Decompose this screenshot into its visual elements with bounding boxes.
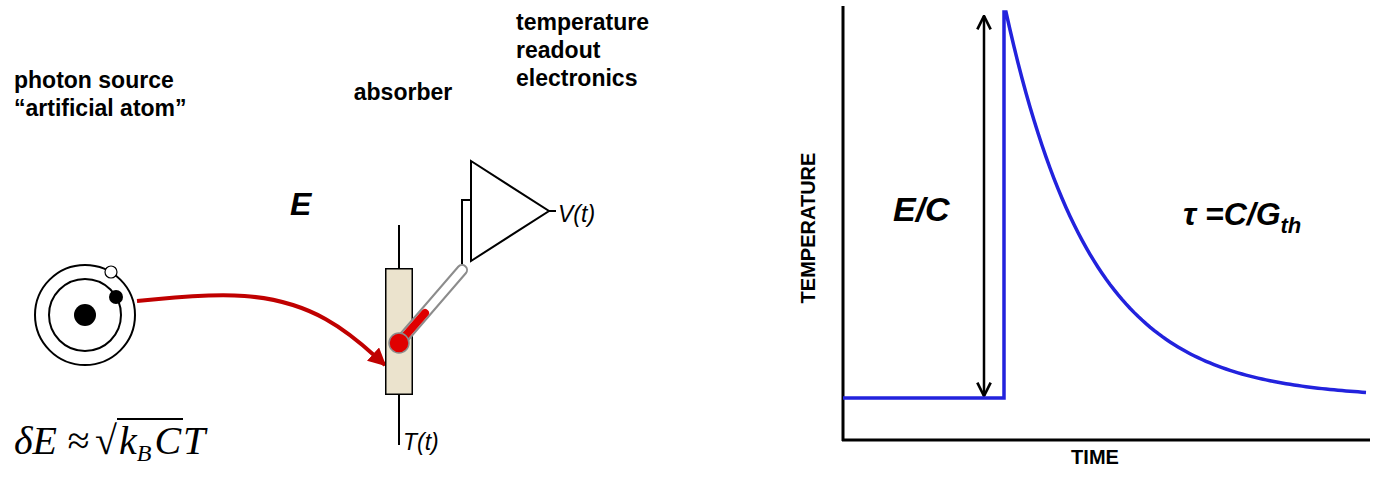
height-arrow: [983, 16, 986, 396]
time-constant-formula: τ =C/Gth: [1183, 196, 1301, 239]
formula-part: T: [183, 418, 205, 463]
formula-symbol: T: [183, 418, 205, 463]
edge-label: E: [290, 188, 311, 220]
temperature-curve: [843, 12, 1366, 398]
formula-part: δE ≈√: [14, 418, 117, 463]
node-heading: temperature readout electronics: [516, 8, 681, 92]
atom-symbol-outline: [33, 263, 137, 367]
absorber-element-outline: [385, 268, 413, 395]
signal-name: V(t): [558, 200, 638, 228]
y-axis: [842, 6, 845, 441]
root-sign: √: [95, 418, 117, 463]
subscript: th: [1281, 213, 1302, 238]
formula-symbol: δE ≈: [14, 418, 89, 463]
node-heading: absorber: [333, 78, 473, 106]
resolution-formula: δE ≈√kBCT: [14, 418, 205, 466]
formula-symbol: C: [154, 418, 181, 463]
photon-arrow: [137, 295, 385, 365]
atom-symbol: photon source “artificial atom”: [33, 263, 137, 367]
time-constant: τ =C/G: [1183, 196, 1281, 232]
signal-name: T(t): [403, 428, 473, 456]
node-heading: photon source “artificial atom”: [14, 66, 229, 122]
amplifier-symbol-outline: [470, 160, 550, 262]
formula-symbol: k: [119, 418, 137, 463]
amplifier-symbol: temperature readout electronicsV(t): [470, 160, 550, 262]
subscript: B: [137, 440, 152, 466]
radicand: kBC: [117, 418, 183, 466]
x-axis: [842, 439, 1370, 442]
axis-title: TIME: [1071, 446, 1119, 469]
absorber-element: absorberT(t): [385, 268, 413, 395]
axis-title: TEMPERATURE: [797, 153, 820, 304]
pulse-height: E/C: [893, 190, 950, 229]
